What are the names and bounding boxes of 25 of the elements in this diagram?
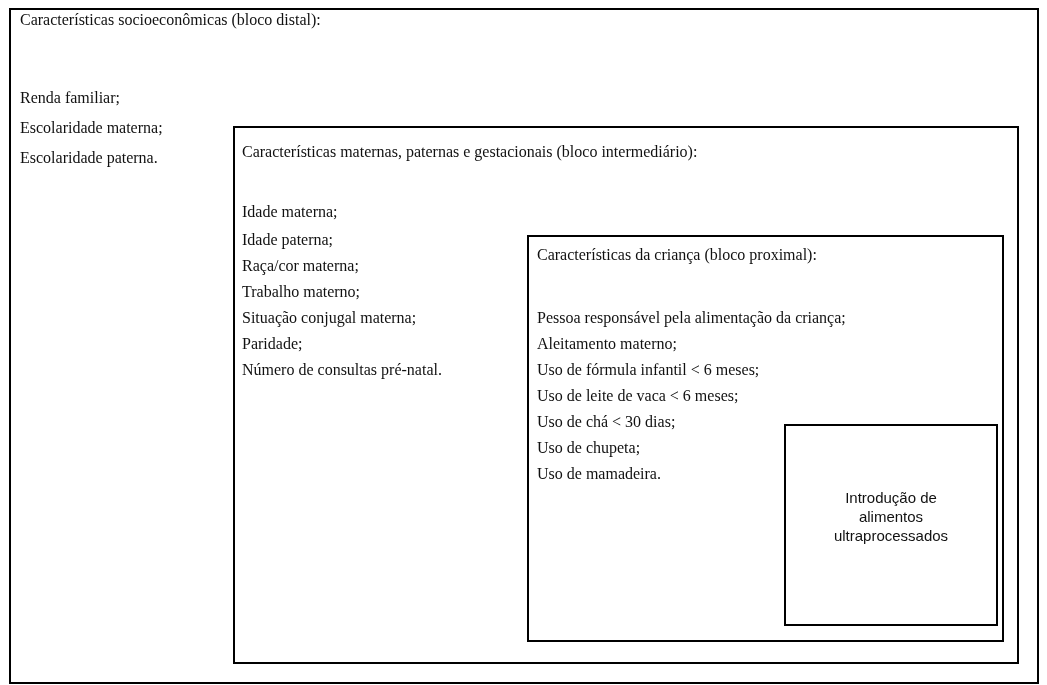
- variable-item: Paridade;: [242, 334, 303, 354]
- block-heading: Características da criança (bloco proximal):: [537, 245, 817, 265]
- block-box: [9, 8, 1039, 684]
- block-heading: Características socioeconômicas (bloco distal):: [20, 10, 321, 30]
- variable-item: Uso de mamadeira.: [537, 464, 661, 484]
- block-box: [527, 235, 1004, 642]
- block-box: [233, 126, 1019, 664]
- variable-item: Escolaridade materna;: [20, 118, 163, 138]
- variable-item: Pessoa responsável pela alimentação da criança;: [537, 308, 846, 328]
- variable-item: Situação conjugal materna;: [242, 308, 417, 328]
- variable-item: Uso de chupeta;: [537, 438, 641, 458]
- outcome-text: Introdução de alimentos ultraprocessados: [832, 487, 950, 545]
- variable-item: Uso de fórmula infantil < 6 meses;: [537, 360, 760, 380]
- variable-item: Idade paterna;: [242, 230, 334, 250]
- variable-item: Idade materna;: [242, 202, 338, 222]
- variable-item: Raça/cor materna;: [242, 256, 359, 276]
- block-heading: Características maternas, paternas e gestacionais (bloco intermediário):: [242, 142, 698, 162]
- variable-item: Uso de leite de vaca < 6 meses;: [537, 386, 739, 406]
- variable-item: Trabalho materno;: [242, 282, 361, 302]
- variable-item: Aleitamento materno;: [537, 334, 677, 354]
- variable-item: Número de consultas pré-natal.: [242, 360, 442, 380]
- variable-item: Uso de chá < 30 dias;: [537, 412, 676, 432]
- variable-item: Escolaridade paterna.: [20, 148, 158, 168]
- variable-item: Renda familiar;: [20, 88, 120, 108]
- block-box: [784, 424, 998, 626]
